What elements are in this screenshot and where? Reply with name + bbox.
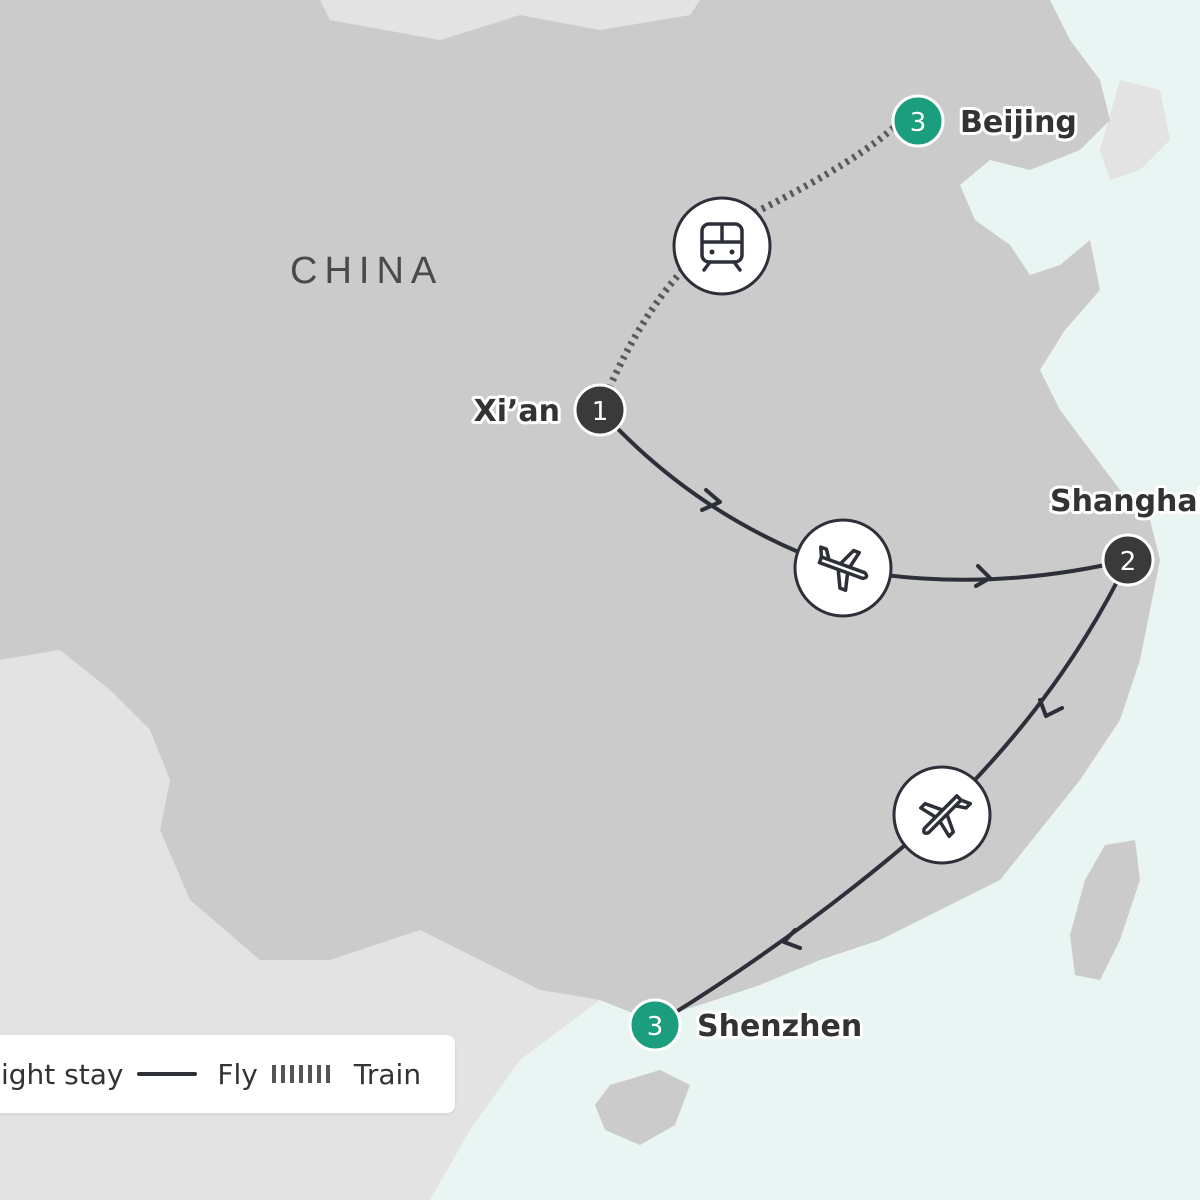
stop-pin-xian[interactable]: 1 xyxy=(573,383,627,437)
country-label: CHINA xyxy=(290,250,443,292)
stop-pin-beijing[interactable]: 3 xyxy=(891,94,945,148)
plane-icon xyxy=(793,518,893,618)
direction-arrow xyxy=(1038,698,1064,718)
stop-pin-shanghai[interactable]: 2 xyxy=(1101,533,1155,587)
train-icon xyxy=(672,196,772,296)
hainan-island xyxy=(595,1070,690,1145)
neighbour-land-korea xyxy=(1100,80,1170,180)
plane-icon xyxy=(892,765,992,865)
city-label-shenzhen: Shenzhen xyxy=(697,1009,862,1044)
svg-text:3: 3 xyxy=(910,108,927,138)
fly-line-icon xyxy=(137,1072,198,1076)
legend-item-fly: Fly xyxy=(137,1057,258,1091)
direction-arrow xyxy=(974,564,992,588)
legend-train-label: Train xyxy=(353,1057,422,1091)
legend-item-train: Train xyxy=(271,1057,422,1091)
svg-text:1: 1 xyxy=(592,397,609,427)
china-land xyxy=(0,0,1160,1020)
legend-fly-label: Fly xyxy=(217,1057,258,1091)
taiwan-island xyxy=(1070,840,1140,980)
city-label-beijing: Beijing xyxy=(960,105,1077,140)
svg-text:2: 2 xyxy=(1120,547,1137,577)
svg-text:3: 3 xyxy=(647,1012,664,1042)
stop-pin-shenzhen[interactable]: 3 xyxy=(628,998,682,1052)
city-label-shanghai: Shanghai xyxy=(1050,484,1200,519)
city-label-xian: Xi’an xyxy=(474,394,560,429)
train-line-icon xyxy=(271,1065,334,1083)
legend-stay-label: Night stay xyxy=(0,1057,124,1091)
direction-arrow xyxy=(782,928,802,950)
map-legend: Night stay Fly Train xyxy=(0,1035,455,1113)
legend-item-stay: Night stay xyxy=(0,1058,123,1091)
direction-arrow xyxy=(700,488,722,512)
